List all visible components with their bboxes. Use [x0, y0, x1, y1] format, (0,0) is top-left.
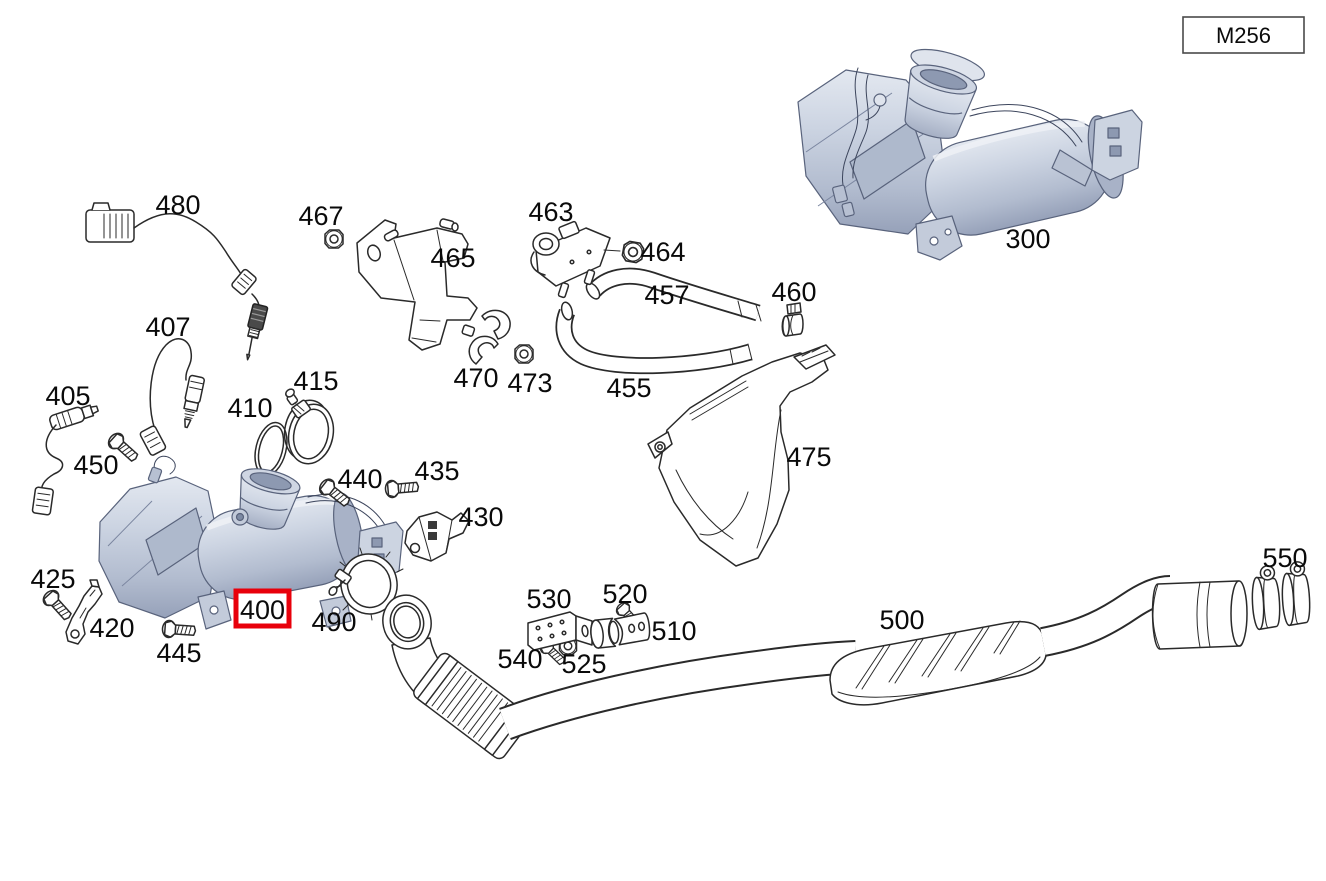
part-label-440[interactable]: 440 — [337, 464, 382, 494]
part-455-exhaust-pipe-lower[interactable] — [555, 301, 753, 375]
part-500-exhaust-pipe-with-catalyst[interactable] — [499, 575, 1248, 740]
part-label-540[interactable]: 540 — [497, 644, 542, 674]
part-473-nut[interactable] — [514, 344, 534, 364]
part-label-500[interactable]: 500 — [879, 605, 924, 635]
part-label-455[interactable]: 455 — [606, 373, 651, 403]
part-445-bolt[interactable] — [161, 619, 197, 641]
part-label-420[interactable]: 420 — [89, 613, 134, 643]
part-label-475[interactable]: 475 — [786, 442, 831, 472]
part-label-525[interactable]: 525 — [561, 649, 606, 679]
part-475-heat-shield[interactable] — [647, 344, 836, 567]
part-465-support-bracket[interactable] — [356, 218, 478, 351]
part-490-v-band-clamp[interactable] — [328, 547, 404, 621]
part-470-clamp-bracket[interactable] — [461, 309, 511, 365]
part-label-550[interactable]: 550 — [1262, 543, 1307, 573]
part-label-445[interactable]: 445 — [156, 638, 201, 668]
part-label-463[interactable]: 463 — [528, 197, 573, 227]
part-label-464[interactable]: 464 — [640, 237, 685, 267]
part-label-460[interactable]: 460 — [771, 277, 816, 307]
part-457-exhaust-pipe-upper[interactable] — [584, 267, 762, 322]
part-label-467[interactable]: 467 — [298, 201, 343, 231]
part-463-pressure-sensor[interactable] — [530, 220, 621, 299]
part-label-457[interactable]: 457 — [644, 280, 689, 310]
part-label-410[interactable]: 410 — [227, 393, 272, 423]
part-407-oxygen-sensor[interactable] — [139, 338, 205, 456]
part-420-holder-bracket[interactable] — [65, 579, 103, 645]
part-label-407[interactable]: 407 — [145, 312, 190, 342]
part-label-470[interactable]: 470 — [453, 363, 498, 393]
part-label-435[interactable]: 435 — [414, 456, 459, 486]
part-410-gasket-ring[interactable] — [250, 419, 292, 479]
part-label-400[interactable]: 400 — [240, 595, 285, 625]
part-label-450[interactable]: 450 — [73, 450, 118, 480]
part-label-490[interactable]: 490 — [311, 607, 356, 637]
part-label-430[interactable]: 430 — [458, 502, 503, 532]
part-label-405[interactable]: 405 — [45, 381, 90, 411]
part-label-473[interactable]: 473 — [507, 368, 552, 398]
part-400-downpipe-flex-section[interactable] — [378, 591, 533, 762]
part-label-415[interactable]: 415 — [293, 366, 338, 396]
highlight-box — [233, 588, 292, 629]
part-label-400-highlighted[interactable]: 400 — [233, 588, 292, 629]
part-label-530[interactable]: 530 — [526, 584, 571, 614]
part-label-480[interactable]: 480 — [155, 190, 200, 220]
part-400-catalytic-converter-dpf[interactable] — [98, 455, 404, 630]
part-300-rear-catalytic-converter-assembly[interactable] — [797, 43, 1143, 261]
engine-code-box: M256 — [1182, 16, 1305, 54]
part-label-425[interactable]: 425 — [30, 564, 75, 594]
part-label-465[interactable]: 465 — [430, 243, 475, 273]
part-530-angle-bracket[interactable] — [527, 611, 593, 651]
engine-code-label: M256 — [1216, 23, 1271, 48]
part-label-520[interactable]: 520 — [602, 579, 647, 609]
part-430-holder-bracket[interactable] — [404, 511, 470, 562]
part-460-hose-clamp[interactable] — [781, 302, 804, 337]
part-405-oxygen-sensor[interactable] — [31, 401, 100, 516]
part-label-300[interactable]: 300 — [1005, 224, 1050, 254]
part-467-nut[interactable] — [324, 229, 344, 249]
part-415-v-band-clamp[interactable] — [279, 388, 339, 468]
part-510-rubber-mount[interactable] — [589, 612, 651, 649]
part-label-510[interactable]: 510 — [651, 616, 696, 646]
part-480-exhaust-temperature-sensor[interactable] — [85, 202, 269, 361]
